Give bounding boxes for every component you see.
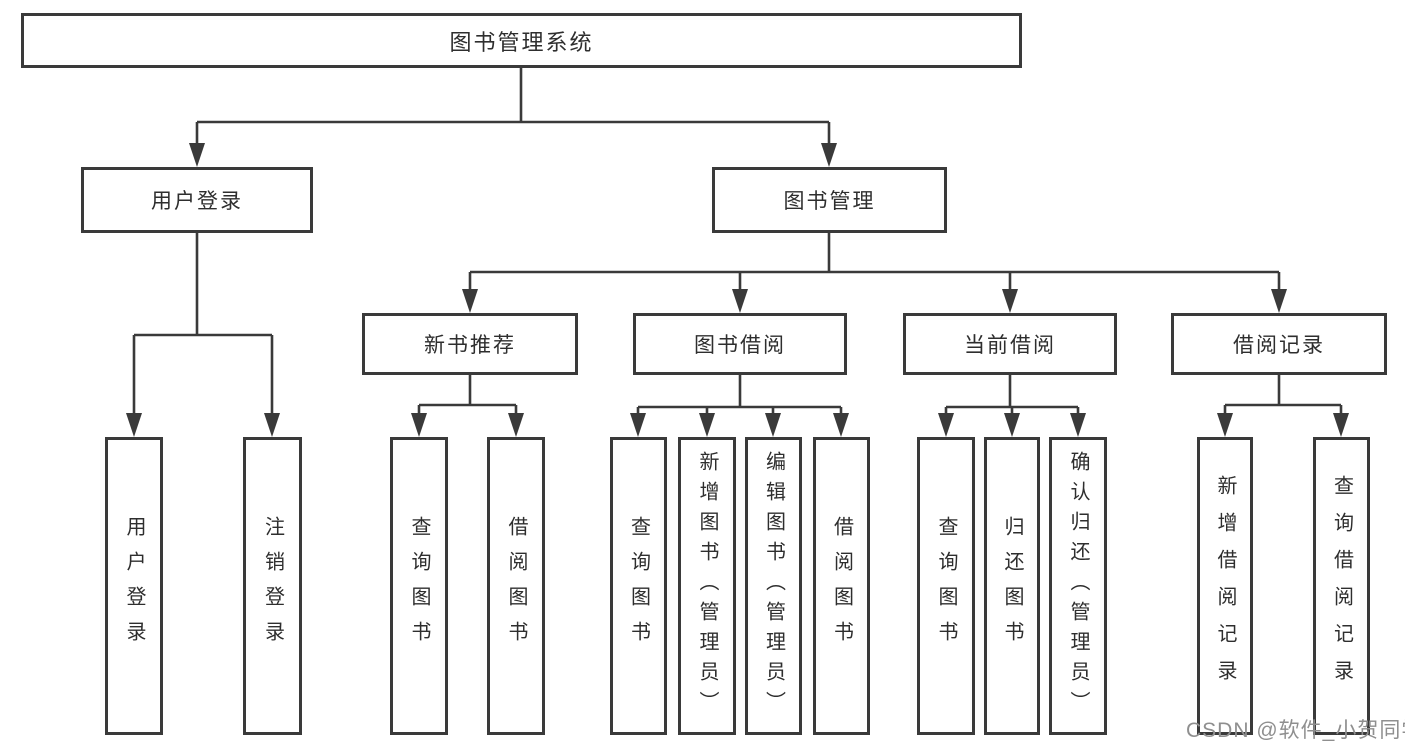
node-confirm-return-admin: 确认归还（管理员）: [1049, 437, 1107, 735]
node-book-management: 图书管理: [712, 167, 947, 233]
arrowhead: [1271, 289, 1287, 313]
node-borrow-books: 借阅图书: [813, 437, 870, 735]
node-label: 查询借阅记录: [1330, 475, 1353, 697]
node-new-book-recommendation: 新书推荐: [362, 313, 578, 375]
node-label: 查询图书: [935, 516, 957, 656]
node-edit-books-admin: 编辑图书（管理员）: [745, 437, 802, 735]
connector-new-book-to-children: [417, 375, 518, 418]
csdn-watermark: CSDN @软件_小贺同学: [1186, 719, 1405, 742]
connector-book-management-to-level3: [468, 233, 1281, 294]
node-user-login: 用户登录: [81, 167, 313, 233]
node-library-management-system: 图书管理系统: [21, 13, 1022, 68]
arrowhead: [821, 143, 837, 167]
arrowhead: [1002, 289, 1018, 313]
connector-root-to-level2: [195, 68, 831, 148]
node-current-borrowing: 当前借阅: [903, 313, 1117, 375]
node-label: 新增借阅记录: [1214, 475, 1236, 697]
arrowhead: [732, 289, 748, 313]
connector-current-borrow-to-children: [944, 375, 1080, 418]
node-query-books-recommend: 查询图书: [390, 437, 448, 735]
node-return-books: 归还图书: [984, 437, 1040, 735]
arrowhead: [699, 413, 715, 437]
node-label: 确认归还（管理员）: [1067, 451, 1089, 721]
arrowhead: [264, 413, 280, 437]
node-label: 用户登录: [123, 516, 145, 656]
arrowhead: [1217, 413, 1233, 437]
node-borrowing-records: 借阅记录: [1171, 313, 1387, 375]
node-label: 归还图书: [1001, 516, 1023, 656]
arrowhead: [411, 413, 427, 437]
node-logout: 注销登录: [243, 437, 302, 735]
node-label: 新增图书（管理员）: [696, 451, 718, 721]
arrowhead: [1333, 413, 1349, 437]
node-label: 查询图书: [627, 516, 650, 656]
arrowhead: [126, 413, 142, 437]
arrowhead: [938, 413, 954, 437]
node-label: 编辑图书（管理员）: [762, 451, 785, 721]
node-label: 查询图书: [408, 516, 430, 656]
connector-borrow-records-to-children: [1223, 375, 1343, 418]
arrowhead: [765, 413, 781, 437]
node-query-borrow-record: 查询借阅记录: [1313, 437, 1370, 735]
node-borrow-books-recommend: 借阅图书: [487, 437, 545, 735]
arrowhead: [462, 289, 478, 313]
arrowhead: [630, 413, 646, 437]
arrowhead: [508, 413, 524, 437]
node-add-books-admin: 新增图书（管理员）: [678, 437, 736, 735]
arrowhead: [1004, 413, 1020, 437]
node-label: 注销登录: [261, 516, 284, 656]
node-add-borrow-record: 新增借阅记录: [1197, 437, 1253, 735]
node-query-books-current: 查询图书: [917, 437, 975, 735]
node-user-login-leaf: 用户登录: [105, 437, 163, 735]
arrowhead: [833, 413, 849, 437]
connector-user-login-to-children: [132, 233, 274, 418]
arrowhead: [189, 143, 205, 167]
connector-book-borrow-to-children: [636, 375, 843, 418]
node-book-borrowing: 图书借阅: [633, 313, 847, 375]
arrowhead: [1070, 413, 1086, 437]
node-label: 借阅图书: [505, 516, 527, 656]
node-label: 借阅图书: [830, 516, 853, 656]
node-query-books-borrow: 查询图书: [610, 437, 667, 735]
